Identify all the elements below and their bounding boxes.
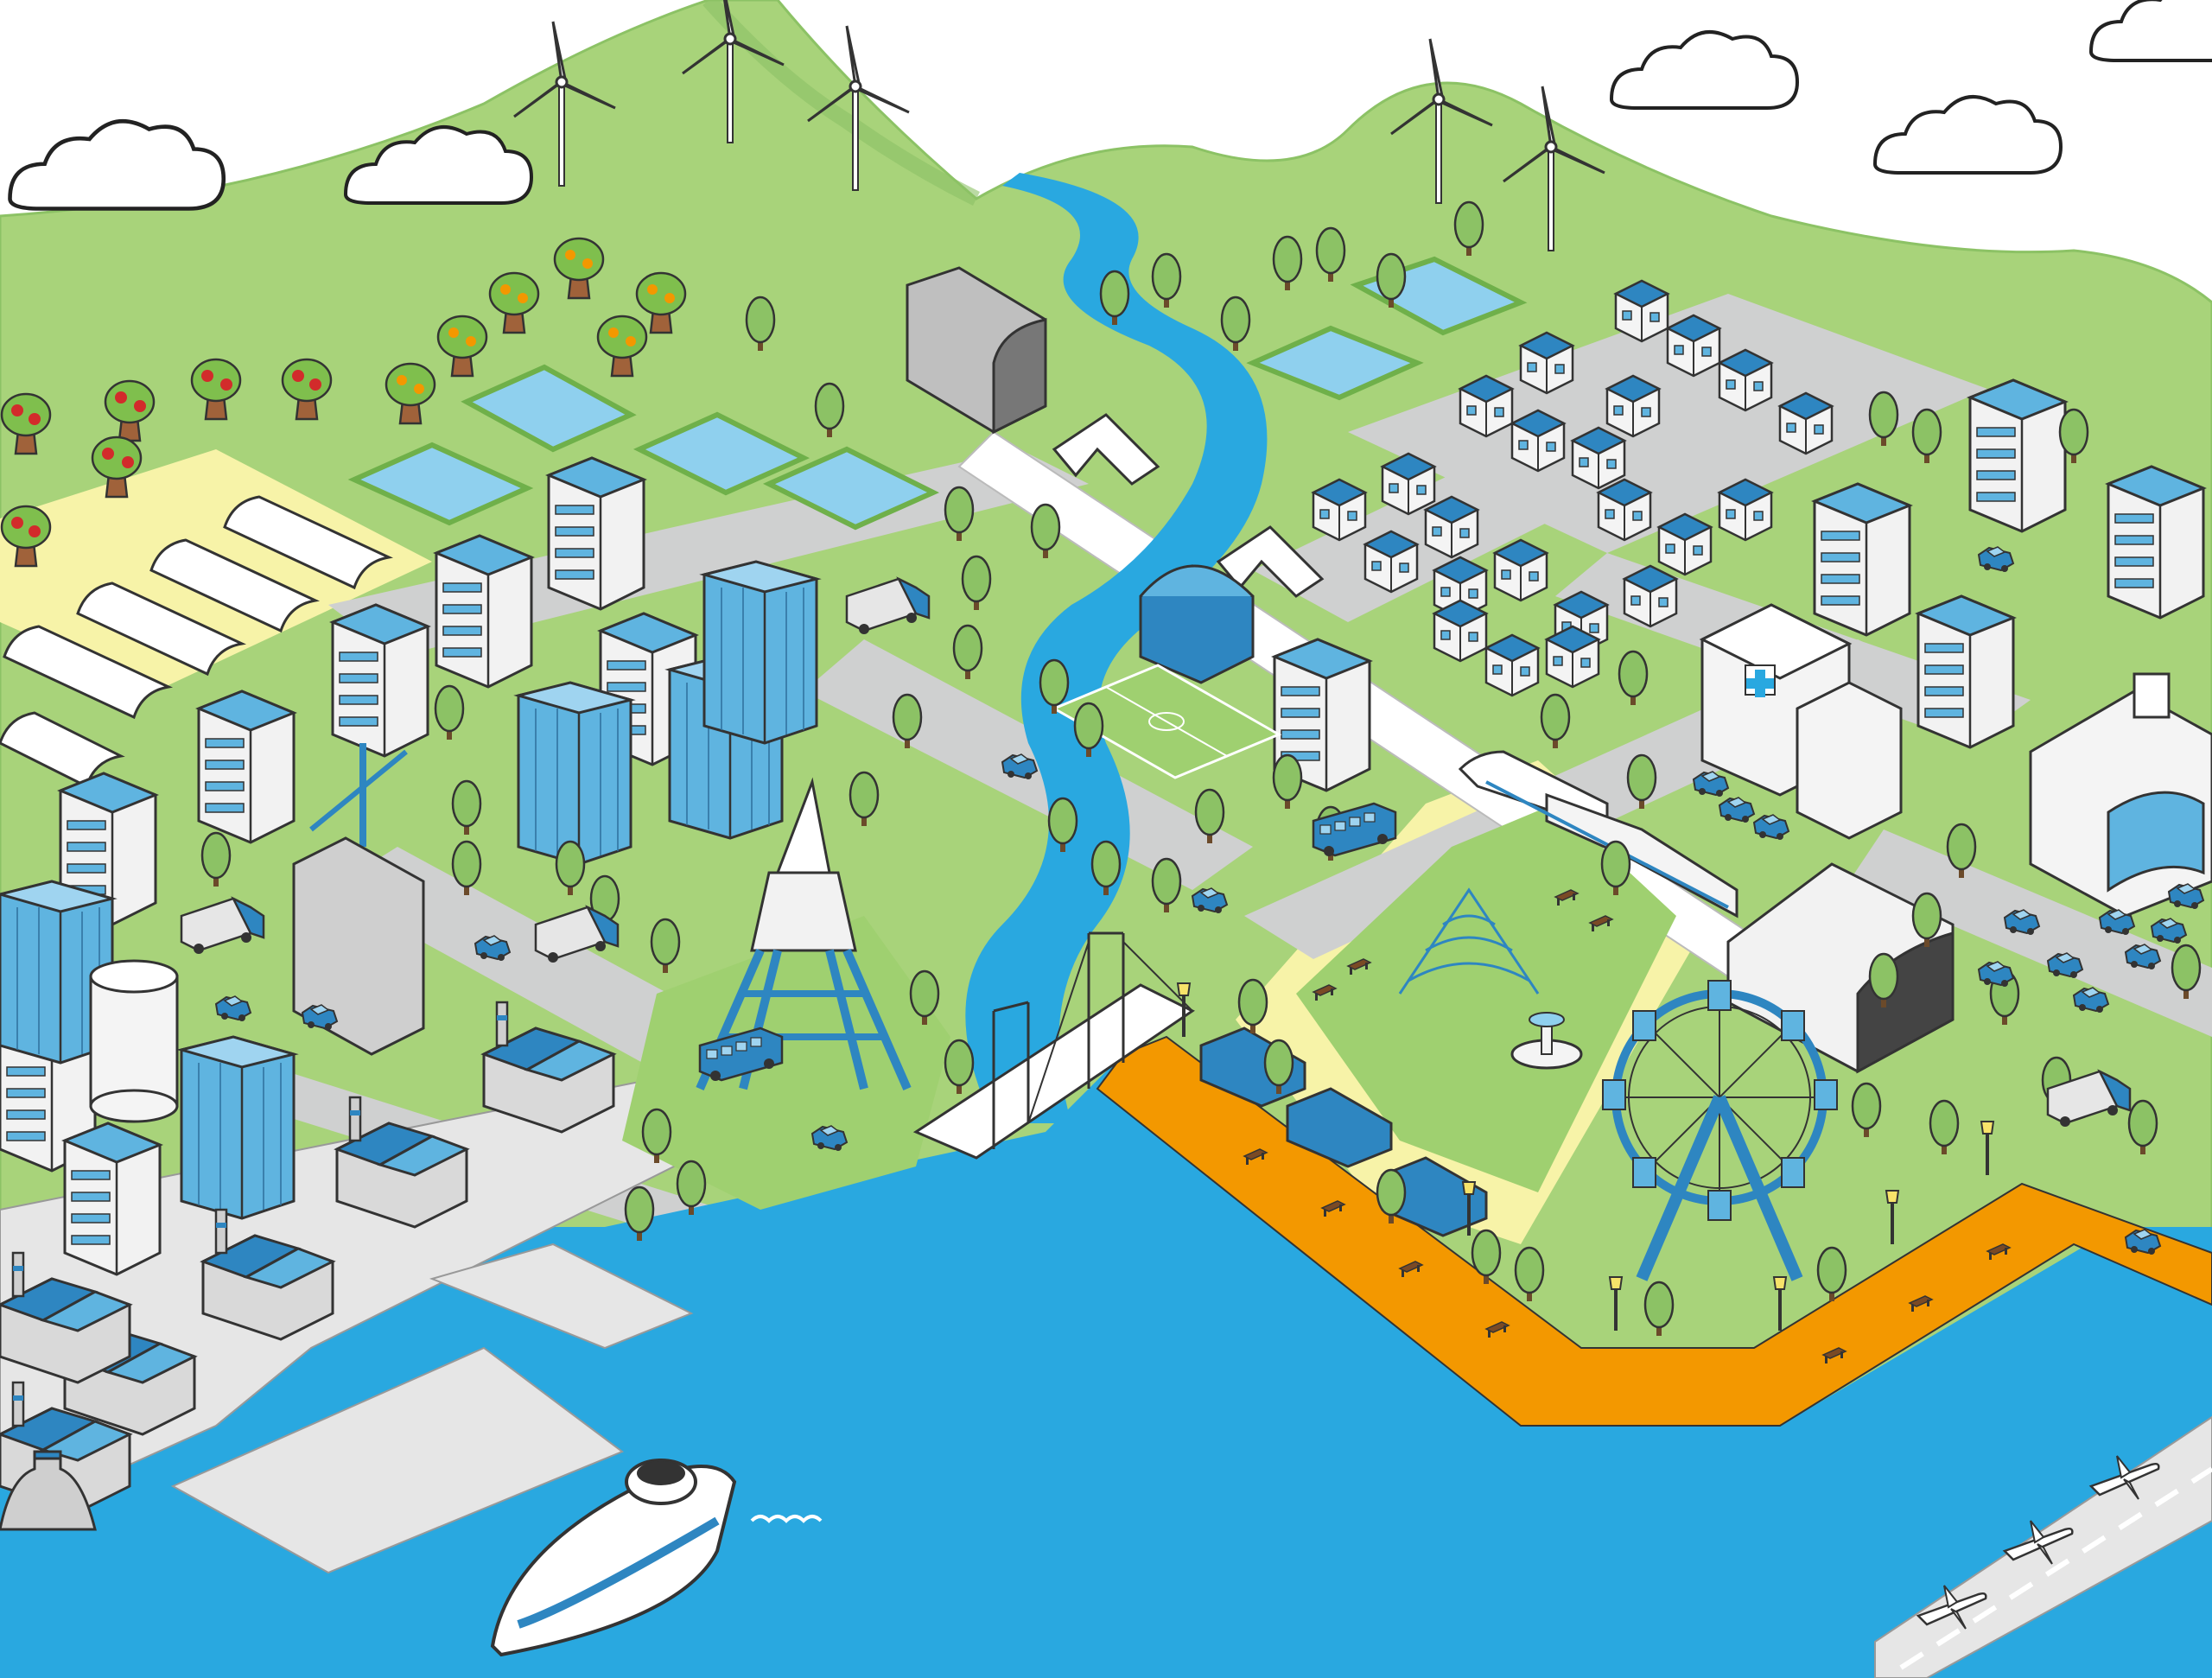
office-building-icon <box>63 1122 162 1276</box>
storage-tank-icon <box>89 959 179 1123</box>
ferris-wheel-icon <box>1602 980 1838 1281</box>
hospital-icon <box>1699 603 1903 840</box>
office-building-icon <box>1813 482 1911 637</box>
fountain-icon <box>1510 1012 1583 1070</box>
office-building-icon <box>1916 594 2015 749</box>
office-building-icon <box>331 603 429 758</box>
crane-icon <box>292 743 425 1056</box>
office-building-icon <box>197 690 296 844</box>
pavilion-icon <box>1199 1027 1488 1237</box>
glass-tower-icon <box>702 560 818 745</box>
office-building-icon <box>1968 378 2067 533</box>
park-lawn <box>1296 804 1676 1192</box>
greenhouse-icon <box>0 495 394 789</box>
office-building-icon <box>547 456 645 611</box>
glass-tower-icon <box>180 1035 296 1220</box>
soccer-field-icon <box>1051 664 1282 779</box>
office-building-icon <box>435 534 533 689</box>
bridge-icon <box>912 931 1195 1160</box>
runway-icon <box>1899 1466 2212 1670</box>
cruise-ship-icon <box>490 1459 823 1657</box>
overpass-icon <box>1052 413 1325 598</box>
school-icon <box>2029 672 2212 918</box>
smokestack-icon <box>0 1450 97 1531</box>
tower-icon <box>696 777 912 1091</box>
stadium-icon <box>1139 564 1255 684</box>
promenade <box>1096 1035 2212 1427</box>
sea <box>0 1054 2212 1678</box>
jungle-gym-icon <box>1398 887 1540 995</box>
river-icon <box>965 173 1268 1123</box>
orchard <box>0 237 687 568</box>
train-icon <box>1458 750 1738 918</box>
glass-tower-icon <box>517 681 632 866</box>
office-building-icon <box>2107 465 2205 620</box>
